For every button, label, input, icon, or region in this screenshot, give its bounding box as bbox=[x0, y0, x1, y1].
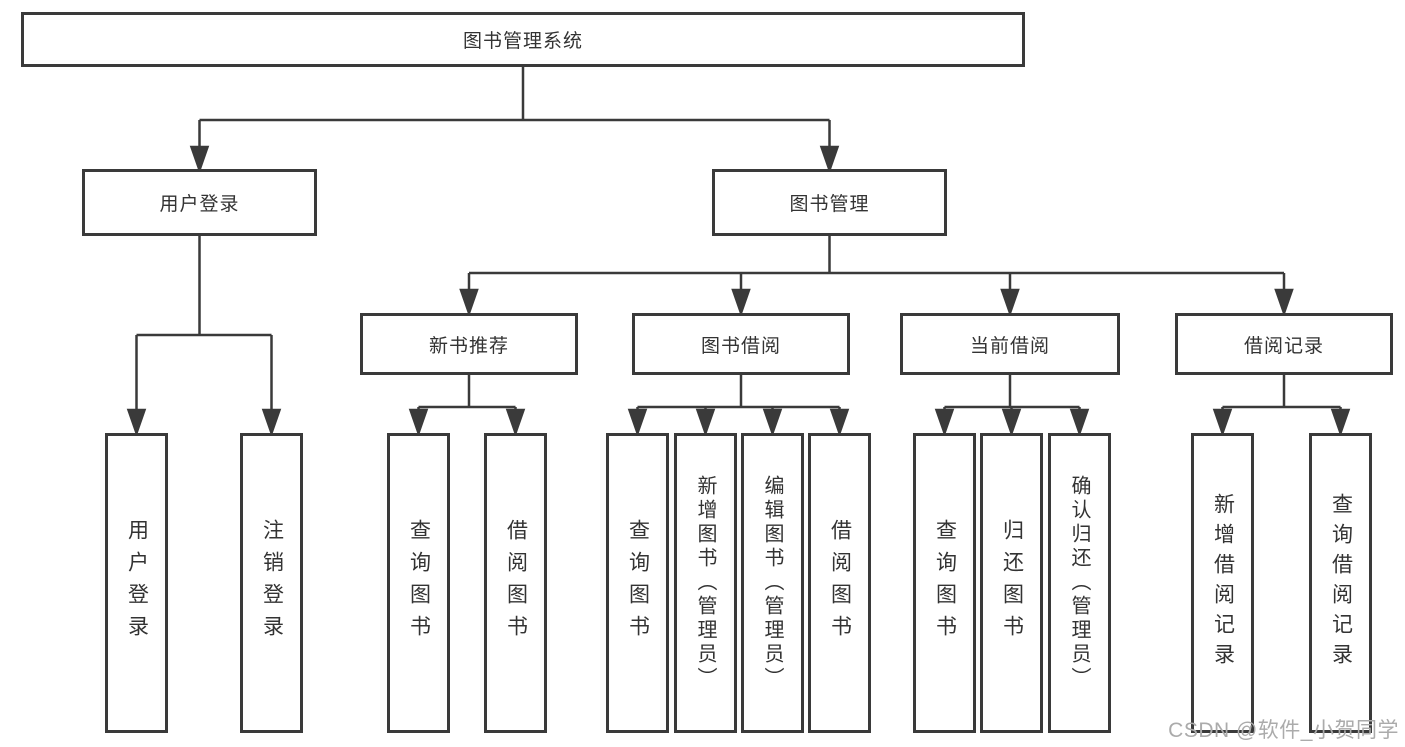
connector-root-to-level2 bbox=[189, 67, 840, 174]
arrowhead bbox=[731, 288, 751, 317]
leaf-label: 新增图书（管理员） bbox=[694, 475, 716, 691]
connector-user-login-to-leaves bbox=[126, 236, 282, 437]
node-label: 当前借阅 bbox=[969, 335, 1050, 357]
node-label: 用户登录 bbox=[159, 194, 240, 215]
leaf-label: 查询借阅记录 bbox=[1329, 493, 1353, 673]
arrowhead bbox=[408, 408, 429, 437]
leaf-query-borrow-record: 查询借阅记录 bbox=[1309, 433, 1372, 733]
arrowhead bbox=[1001, 408, 1022, 437]
leaf-add-borrow-record: 新增借阅记录 bbox=[1191, 433, 1254, 733]
leaf-label: 用户登录 bbox=[125, 519, 149, 647]
leaf-logout: 注销登录 bbox=[240, 433, 303, 733]
connector-book-mgmt-to-level3 bbox=[459, 236, 1294, 317]
connector-new-book-rec-to-leaves bbox=[408, 375, 526, 437]
node-label: 借阅记录 bbox=[1243, 335, 1324, 357]
leaf-add-books-admin: 新增图书（管理员） bbox=[674, 433, 737, 733]
leaf-label: 查询图书 bbox=[407, 519, 431, 647]
leaf-user-login: 用户登录 bbox=[105, 433, 168, 733]
node-user-login: 用户登录 bbox=[82, 169, 317, 236]
node-book-management: 图书管理 bbox=[712, 169, 947, 236]
leaf-confirm-return-admin: 确认归还（管理员） bbox=[1048, 433, 1111, 733]
arrowhead bbox=[695, 408, 716, 437]
arrowhead bbox=[189, 145, 210, 174]
arrowhead bbox=[459, 288, 479, 317]
arrowhead bbox=[627, 408, 648, 437]
arrowhead bbox=[1069, 408, 1090, 437]
node-label: 图书借阅 bbox=[700, 335, 781, 357]
node-label: 新书推荐 bbox=[428, 335, 509, 357]
leaf-borrow-books: 借阅图书 bbox=[808, 433, 871, 733]
node-new-book-recommend: 新书推荐 bbox=[360, 313, 578, 375]
arrowhead bbox=[762, 408, 783, 437]
arrowhead bbox=[126, 408, 147, 437]
connector-current-borrow-to-leaves bbox=[934, 375, 1090, 437]
connector-borrow-record-to-leaves bbox=[1212, 375, 1351, 437]
leaf-query-books-current: 查询图书 bbox=[913, 433, 976, 733]
arrowhead bbox=[261, 408, 282, 437]
arrowhead bbox=[819, 145, 840, 174]
node-label: 图书管理 bbox=[789, 194, 870, 215]
node-label: 图书管理系统 bbox=[462, 31, 583, 52]
node-library-management-system: 图书管理系统 bbox=[21, 12, 1025, 67]
arrowhead bbox=[1330, 408, 1351, 437]
leaf-label: 归还图书 bbox=[1000, 519, 1024, 647]
arrowhead bbox=[1212, 408, 1233, 437]
leaf-return-books: 归还图书 bbox=[980, 433, 1043, 733]
leaf-label: 查询图书 bbox=[626, 519, 650, 647]
leaf-label: 借阅图书 bbox=[504, 519, 528, 647]
leaf-query-books-borrow: 查询图书 bbox=[606, 433, 669, 733]
leaf-label: 编辑图书（管理员） bbox=[761, 475, 783, 691]
node-borrow-records: 借阅记录 bbox=[1175, 313, 1393, 375]
node-book-borrowing: 图书借阅 bbox=[632, 313, 850, 375]
arrowhead bbox=[505, 408, 526, 437]
arrowhead bbox=[934, 408, 955, 437]
leaf-query-books-newrec: 查询图书 bbox=[387, 433, 450, 733]
csdn-watermark: CSDN @软件_小贺同学 bbox=[1168, 719, 1399, 742]
arrowhead bbox=[1274, 288, 1294, 317]
arrowhead bbox=[829, 408, 850, 437]
leaf-label: 确认归还（管理员） bbox=[1068, 475, 1090, 691]
connector-book-borrow-to-leaves bbox=[627, 375, 850, 437]
arrowhead bbox=[1000, 288, 1020, 317]
leaf-edit-books-admin: 编辑图书（管理员） bbox=[741, 433, 804, 733]
node-current-borrowing: 当前借阅 bbox=[900, 313, 1120, 375]
leaf-label: 查询图书 bbox=[933, 519, 957, 647]
leaf-label: 借阅图书 bbox=[828, 519, 852, 647]
leaf-label: 注销登录 bbox=[260, 519, 284, 647]
leaf-borrow-books-newrec: 借阅图书 bbox=[484, 433, 547, 733]
leaf-label: 新增借阅记录 bbox=[1211, 493, 1235, 673]
